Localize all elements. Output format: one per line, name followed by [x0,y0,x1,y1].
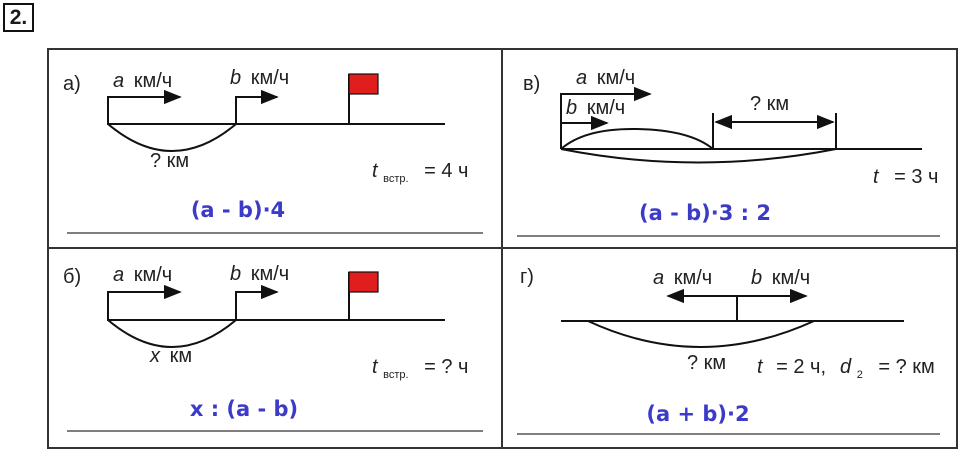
panel-g-distance-label: ? км [687,352,726,374]
panel-g-speed1-label: a км/ч [653,267,712,289]
panel-g-answer: (a + b)·2 [646,402,749,426]
horizontal-divider [47,247,958,249]
panel-a-distance-arc [107,123,237,152]
panel-g-distance2-var: d [840,356,852,378]
panel-a-speed2-arrow [235,89,279,124]
panel-g-speed2-unit: км/ч [772,267,810,289]
panel-v-distance-label: ? км [750,93,789,115]
panel-g-time-value: = 2 ч, [776,356,826,378]
panel-g-time-label: t = 2 ч, [757,356,826,378]
panel-g: г) a км/ч b км/ч ? км t = 2 ч, d 2 = ? к… [517,266,940,435]
panel-b-distance-var: x [149,345,161,367]
panel-b-time-var: t [372,356,379,378]
panel-v-time-var: t [873,166,880,188]
panel-v-large-arc [560,148,837,164]
panel-a-flag-icon [348,73,379,95]
panel-b-speed1-arrow [107,284,182,320]
panel-b-speed2-unit: км/ч [251,263,289,285]
panel-a-speed1-unit: км/ч [134,70,172,92]
panel-v-small-arc [560,127,714,150]
panel-b-time-sub: встр. [383,369,408,381]
panel-b-speed2-label: b км/ч [230,263,289,285]
panel-b-speed2-arrow [235,284,279,320]
panel-g-distance2-sub: 2 [857,369,863,381]
panel-b-time-value: = ? ч [424,356,468,378]
panel-a-time-sub: встр. [383,173,408,185]
panel-b-time-label: t встр. = ? ч [372,356,468,383]
panel-b-speed1-var: a [113,264,124,286]
panel-a-speed2-label: b км/ч [230,67,289,89]
panel-b-letter: б) [63,266,81,288]
panel-g-speed2-label: b км/ч [751,267,810,289]
task-number-badge: 2. [3,3,34,32]
panel-v-answer: (a - b)·3 : 2 [639,201,771,225]
panel-a-time-var: t [372,160,379,182]
panel-b-speed2-var: b [230,263,241,285]
panel-v-speed1-arrow [560,86,652,149]
panel-a-speed1-arrow [107,89,182,124]
panel-g-speed1-var: a [653,267,664,289]
panel-v: в) a км/ч b км/ч ? км t = 3 ч (a - b)·3 … [517,67,940,237]
panel-a-answer: (a - b)·4 [191,198,285,222]
panel-g-distance-arc [587,320,815,348]
panel-a-speed1-label: a км/ч [113,70,172,92]
panel-a: а) a км/ч b км/ч ? км t встр. = 4 ч (a -… [63,67,483,234]
panel-v-time-value: = 3 ч [894,166,938,188]
panel-g-distance2-label: d 2 = ? км [840,356,935,383]
panel-g-speed1-unit: км/ч [674,267,712,289]
panel-b: б) a км/ч b км/ч x км t встр. = ? ч x : … [63,263,483,432]
panel-a-speed1-var: a [113,70,124,92]
panel-a-distance-label: ? км [150,150,189,172]
panel-v-speed2-var: b [566,97,577,119]
panel-g-distance2-value: = ? км [878,356,934,378]
panel-b-answer: x : (a - b) [190,397,298,421]
panel-a-time-label: t встр. = 4 ч [372,160,468,187]
panel-a-speed2-var: b [230,67,241,89]
panel-a-letter: а) [63,73,81,95]
panel-b-distance-arc [107,319,237,348]
panel-v-time-label: t = 3 ч [873,166,938,188]
panel-g-letter: г) [520,266,534,288]
panel-v-speed1-unit: км/ч [597,67,635,89]
panel-g-speed2-var: b [751,267,762,289]
panel-a-speed2-unit: км/ч [251,67,289,89]
panel-v-letter: в) [523,73,540,95]
panel-b-flag-icon [348,271,379,293]
panel-v-speed1-label: a км/ч [576,67,635,89]
panel-b-distance-label: x км [149,345,192,367]
panel-g-time-var: t [757,356,764,378]
panel-v-speed1-var: a [576,67,587,89]
panel-b-speed1-label: a км/ч [113,264,172,286]
panel-v-speed2-unit: км/ч [587,97,625,119]
panel-a-time-value: = 4 ч [424,160,468,182]
panel-b-speed1-unit: км/ч [134,264,172,286]
panel-v-speed2-label: b км/ч [566,97,625,119]
panel-b-distance-unit: км [170,345,193,367]
